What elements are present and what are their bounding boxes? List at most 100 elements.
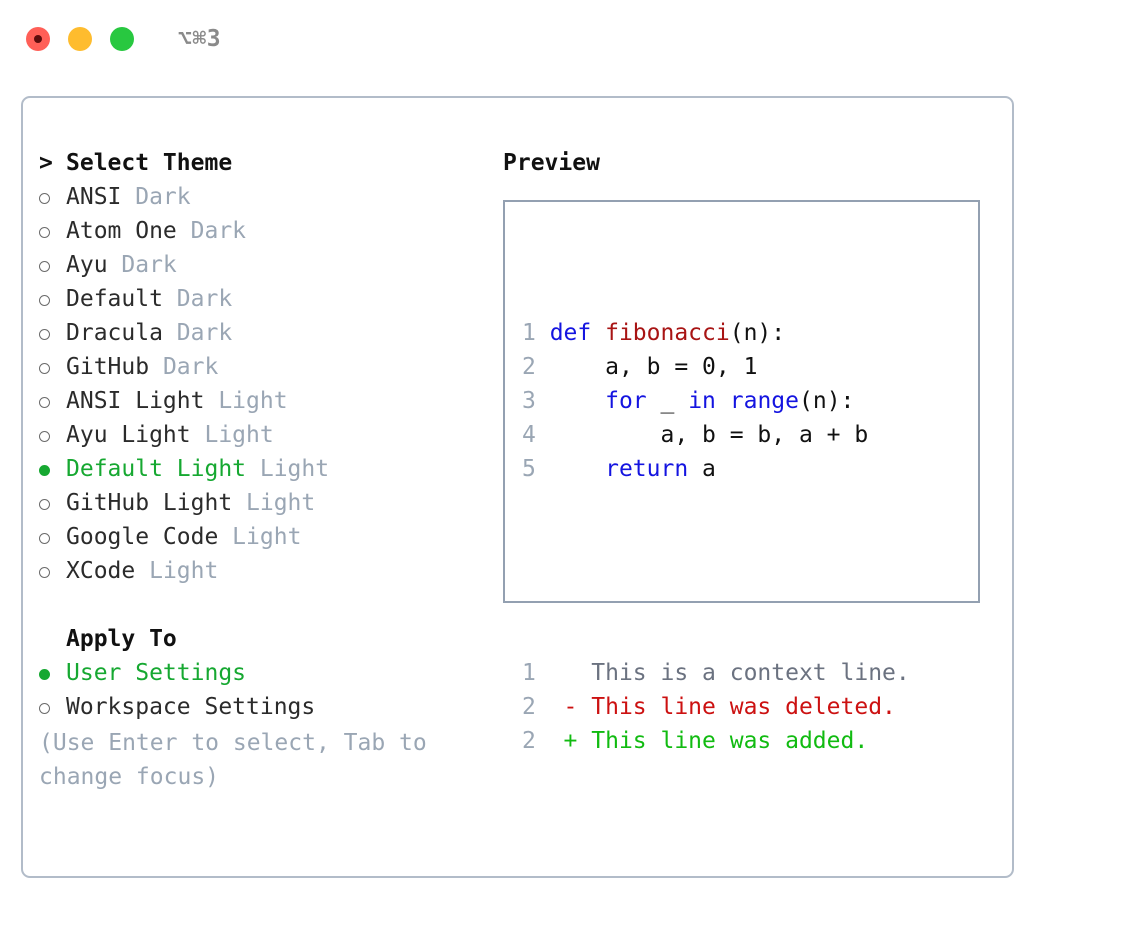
code-line: 2 a, b = 0, 1 <box>522 350 910 384</box>
code-token: a, b = 0, 1 <box>549 354 758 380</box>
line-number: 5 <box>522 456 550 482</box>
theme-variant-badge: Dark <box>121 184 191 210</box>
theme-list-item[interactable]: Default Dark <box>39 282 499 316</box>
code-token: for <box>605 388 647 414</box>
preview-title: Preview <box>503 150 600 176</box>
radio-unselected-icon[interactable] <box>39 488 66 522</box>
theme-variant-badge: Dark <box>162 320 233 346</box>
theme-list-item[interactable]: Default Light Light <box>39 452 499 486</box>
radio-dot <box>39 465 50 476</box>
theme-list-item[interactable]: ANSI Dark <box>39 180 499 214</box>
radio-unselected-icon[interactable] <box>39 692 66 726</box>
radio-unselected-icon[interactable] <box>39 284 66 318</box>
apply-to-header: Apply To <box>39 622 499 656</box>
code-line: 3 for _ in range(n): <box>522 384 910 418</box>
apply-to-label: User Settings <box>66 660 247 686</box>
theme-list-item[interactable]: ANSI Light Light <box>39 384 499 418</box>
radio-unselected-icon[interactable] <box>39 216 66 250</box>
theme-list-item[interactable]: Ayu Dark <box>39 248 499 282</box>
theme-list-item[interactable]: Ayu Light Light <box>39 418 499 452</box>
theme-list-item[interactable]: GitHub Dark <box>39 350 499 384</box>
code-diff-spacer <box>522 554 910 588</box>
maximize-button[interactable] <box>110 27 134 51</box>
radio-unselected-icon[interactable] <box>39 556 66 590</box>
code-token: This is a context line. <box>549 660 910 686</box>
theme-variant-badge: Dark <box>107 252 177 278</box>
select-theme-header: > Select Theme <box>39 146 499 180</box>
line-number: 4 <box>522 422 550 448</box>
theme-name: Google Code <box>66 524 219 550</box>
title-bar: ⌥⌘3 <box>0 0 1140 78</box>
theme-variant-badge: Light <box>204 388 288 414</box>
radio-dot <box>39 397 50 408</box>
theme-list-item[interactable]: XCode Light <box>39 554 499 588</box>
code-token: def <box>549 320 606 346</box>
code-token: a <box>688 456 716 482</box>
minimize-button[interactable] <box>68 27 92 51</box>
code-token: return <box>605 456 689 482</box>
theme-name: ANSI <box>66 184 122 210</box>
close-button[interactable] <box>26 27 50 51</box>
line-number: 2 <box>522 354 550 380</box>
theme-name: Dracula <box>66 320 163 346</box>
radio-dot <box>39 295 50 306</box>
code-token: in <box>688 388 716 414</box>
radio-unselected-icon[interactable] <box>39 522 66 556</box>
line-number: 2 <box>522 728 550 754</box>
line-number: 1 <box>522 320 550 346</box>
theme-name: Ayu <box>66 252 108 278</box>
apply-to-item[interactable]: Workspace Settings <box>39 690 499 724</box>
apply-to-label: Workspace Settings <box>66 694 316 720</box>
line-number: 2 <box>522 694 550 720</box>
code-token <box>550 456 605 482</box>
code-line: 1 def fibonacci(n): <box>522 316 910 350</box>
radio-dot <box>39 703 50 714</box>
radio-unselected-icon[interactable] <box>39 250 66 284</box>
code-token <box>550 388 605 414</box>
apply-to-item[interactable]: User Settings <box>39 656 499 690</box>
code-token: (n): <box>799 388 855 414</box>
diff-line: 1 This is a context line. <box>522 656 910 690</box>
line-number: 3 <box>522 388 550 414</box>
radio-unselected-icon[interactable] <box>39 352 66 386</box>
code-token: _ <box>646 388 689 414</box>
theme-list-item[interactable]: GitHub Light Light <box>39 486 499 520</box>
apply-to-header-label: Apply To <box>66 626 177 652</box>
theme-variant-badge: Light <box>232 490 316 516</box>
radio-dot <box>39 499 50 510</box>
code-token: - This line was deleted. <box>549 694 896 720</box>
code-token: range <box>729 388 799 414</box>
radio-dot <box>39 193 50 204</box>
theme-variant-badge: Dark <box>176 218 247 244</box>
radio-dot <box>39 261 50 272</box>
theme-variant-badge: Light <box>246 456 330 482</box>
window-controls <box>26 27 134 51</box>
code-token: + This line was added. <box>549 728 869 754</box>
theme-list-item[interactable]: Google Code Light <box>39 520 499 554</box>
radio-selected-icon[interactable] <box>39 658 66 692</box>
radio-unselected-icon[interactable] <box>39 386 66 420</box>
window-title: ⌥⌘3 <box>178 26 222 52</box>
radio-dot <box>39 363 50 374</box>
theme-variant-badge: Light <box>135 558 219 584</box>
select-theme-header-label: Select Theme <box>66 150 233 176</box>
list-spacer <box>39 588 499 622</box>
theme-variant-badge: Light <box>190 422 274 448</box>
theme-name: GitHub <box>66 354 150 380</box>
theme-list-item[interactable]: Atom One Dark <box>39 214 499 248</box>
radio-unselected-icon[interactable] <box>39 420 66 454</box>
code-token: fibonacci <box>605 320 730 346</box>
radio-unselected-icon[interactable] <box>39 182 66 216</box>
theme-list-item[interactable]: Dracula Dark <box>39 316 499 350</box>
radio-dot <box>39 567 50 578</box>
radio-dot <box>39 329 50 340</box>
radio-unselected-icon[interactable] <box>39 318 66 352</box>
preview-column: Preview 1 def fibonacci(n):2 a, b = 0, 1… <box>503 146 1003 754</box>
radio-selected-icon[interactable] <box>39 454 66 488</box>
